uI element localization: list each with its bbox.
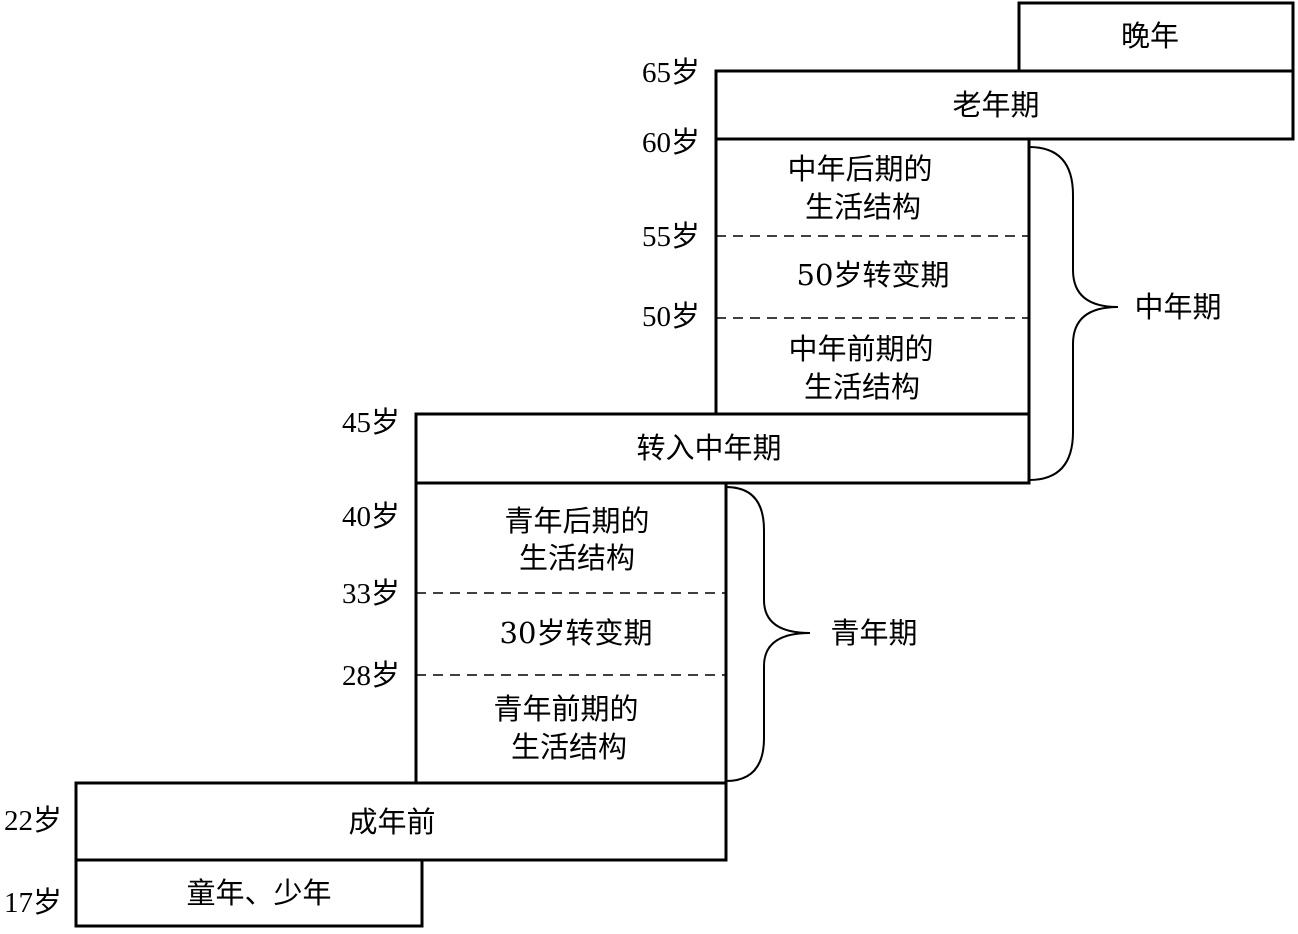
label-middle-late-2: 生活结构	[805, 190, 921, 224]
brace-middle	[1028, 146, 1119, 481]
label-middle-early-1: 中年前期的	[788, 332, 933, 366]
label-pre-adult: 成年前	[348, 805, 435, 839]
label-youth-early-1: 青年前期的	[493, 692, 638, 726]
box-midlife-transition	[414, 412, 1031, 485]
box-middle	[714, 137, 1031, 416]
label-youth-30: 30岁转变期	[500, 616, 653, 650]
age-65: 65岁	[642, 56, 700, 89]
age-33: 33岁	[342, 577, 400, 610]
label-late-years: 晚年	[1121, 19, 1179, 53]
box-old-age	[714, 69, 1295, 141]
age-45: 45岁	[342, 406, 400, 439]
label-middle-50: 50岁转变期	[797, 258, 950, 292]
age-28: 28岁	[342, 659, 400, 692]
label-brace-middle: 中年期	[1134, 290, 1221, 324]
label-childhood: 童年、少年	[186, 876, 331, 910]
label-middle-late-1: 中年后期的	[787, 152, 932, 186]
label-youth-late-1: 青年后期的	[504, 504, 649, 538]
label-midlife-transition: 转入中年期	[636, 431, 781, 465]
label-middle-early-2: 生活结构	[804, 370, 920, 404]
age-22: 22岁	[4, 804, 62, 837]
label-youth-late-2: 生活结构	[519, 541, 635, 575]
box-childhood	[74, 858, 424, 928]
age-40: 40岁	[342, 500, 400, 533]
brace-youth	[725, 486, 811, 782]
box-pre-adult	[74, 781, 728, 862]
age-60: 60岁	[642, 126, 700, 159]
age-17: 17岁	[4, 886, 62, 919]
age-55: 55岁	[642, 220, 700, 253]
label-brace-youth: 青年期	[830, 616, 917, 650]
age-50: 50岁	[642, 300, 700, 333]
label-old-age: 老年期	[952, 88, 1039, 122]
box-late-years	[1017, 1, 1295, 73]
label-youth-early-2: 生活结构	[511, 730, 627, 764]
